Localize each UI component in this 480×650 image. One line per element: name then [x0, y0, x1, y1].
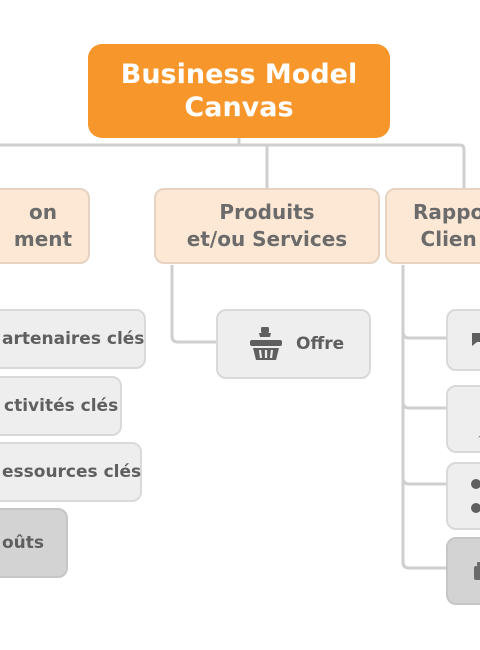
category-produits-services[interactable]: Produits et/ou Services [154, 188, 380, 264]
leaf-partenaires-cles[interactable]: artenaires clés [0, 309, 146, 369]
leaf-activites-cles[interactable]: ctivités clés [0, 376, 122, 436]
gift-icon [472, 560, 480, 582]
root-node-business-model-canvas[interactable]: Business Model Canvas [88, 44, 390, 138]
leaf-label: essources clés [2, 462, 142, 482]
leaf-offre[interactable]: Offre [216, 309, 371, 379]
leaf-label: ctivités clés [4, 396, 119, 416]
category-label: on ment [13, 200, 73, 251]
leaf-right-3[interactable] [446, 462, 480, 530]
leaf-label: Offre [296, 334, 345, 354]
chat-icon [470, 331, 480, 349]
dots-icon [468, 474, 480, 518]
leaf-label: oûts [2, 533, 45, 553]
root-node-label: Business Model Canvas [120, 59, 358, 123]
leaf-right-4[interactable] [446, 537, 480, 605]
leaf-right-2[interactable] [446, 385, 480, 453]
leaf-couts[interactable]: oûts [0, 508, 68, 578]
category-label: Produits et/ou Services [186, 200, 348, 251]
phone-icon [476, 426, 480, 440]
leaf-right-1[interactable] [446, 309, 480, 371]
category-segmentation[interactable]: on ment [0, 188, 90, 264]
basket-icon [244, 324, 288, 364]
leaf-ressources-cles[interactable]: essources clés [0, 442, 142, 502]
category-rapports-clients[interactable]: Rappo Clien [385, 188, 480, 264]
leaf-label: artenaires clés [2, 329, 145, 349]
category-label: Rappo Clien [413, 200, 480, 251]
